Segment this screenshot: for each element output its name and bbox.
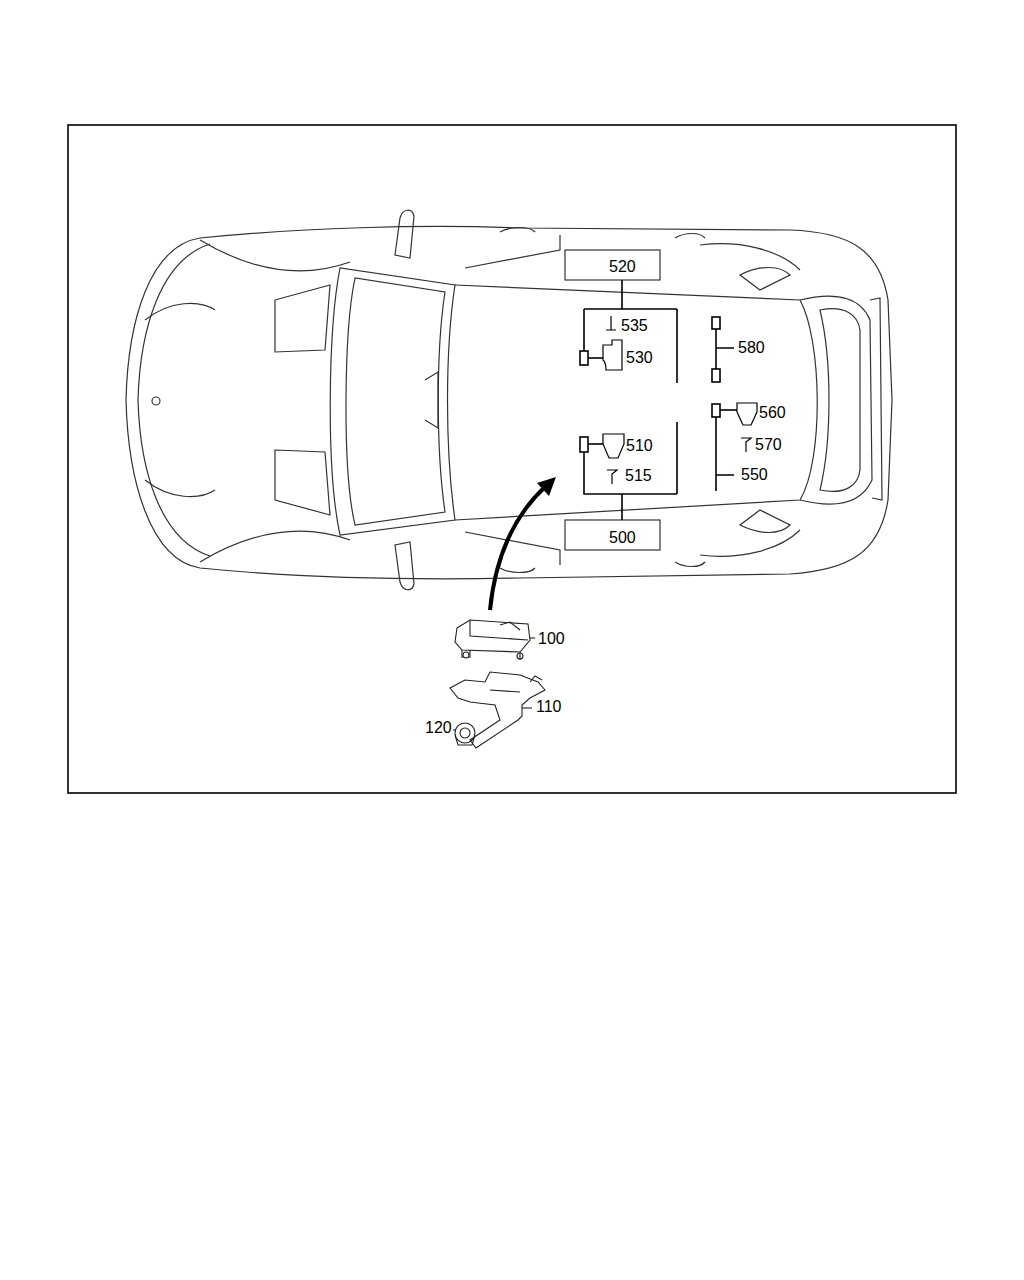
callout-number: 515 bbox=[624, 467, 653, 485]
callout-number: 580 bbox=[737, 339, 766, 357]
callout-number: 535 bbox=[620, 317, 649, 335]
frame bbox=[68, 125, 956, 793]
callout-number: 550 bbox=[740, 466, 769, 484]
callout-number: 120 bbox=[424, 719, 453, 737]
location-arrow bbox=[490, 477, 556, 610]
callout-number: 110 bbox=[535, 698, 563, 716]
part-drawings bbox=[450, 620, 545, 748]
callout-number: 570 bbox=[754, 436, 783, 454]
callout-number: 100 bbox=[537, 630, 566, 648]
callout-number: 510 bbox=[625, 437, 654, 455]
callout-number: 560 bbox=[758, 404, 787, 422]
callout-number: 530 bbox=[625, 349, 654, 367]
harness-symbols bbox=[580, 280, 757, 520]
callout-number: 500 bbox=[608, 529, 637, 547]
callout-number: 520 bbox=[608, 258, 637, 276]
